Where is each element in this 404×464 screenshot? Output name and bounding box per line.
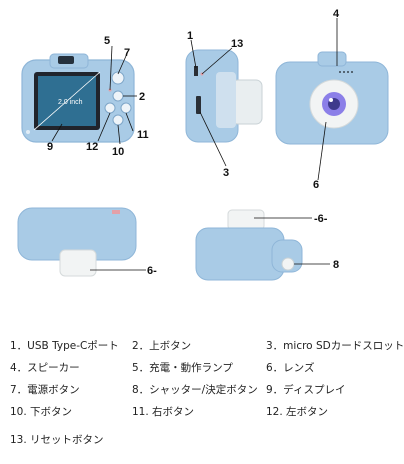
callout-2: 2	[139, 91, 145, 103]
legend-item-2: 2．上ボタン	[132, 340, 192, 352]
callout-5: 5	[104, 35, 110, 47]
callout-4: 4	[333, 8, 340, 20]
callout-6-top: -6-	[314, 213, 328, 225]
camera-side-view	[185, 49, 263, 143]
callout-8: 8	[333, 259, 339, 271]
callout-9: 9	[47, 141, 53, 153]
legend-item-4: 4．スピーカー	[10, 362, 80, 374]
camera-bottom-view	[17, 207, 137, 277]
callout-12: 12	[86, 141, 98, 153]
callout-11: 11	[137, 129, 149, 141]
legend-item-10: 10. 下ボタン	[10, 406, 73, 418]
camera-diagram: 2.0 inch	[17, 8, 389, 281]
leader-lines	[51, 18, 338, 271]
callout-10: 10	[112, 146, 124, 158]
legend-item-11: 11. 右ボタン	[132, 406, 195, 418]
legend-row: 1．USB Type-Cポート 2．上ボタン 3．micro SDカードスロット	[0, 338, 404, 358]
legend-row: 10. 下ボタン 11. 右ボタン 12. 左ボタン	[0, 404, 400, 424]
legend-item-13: 13. リセットボタン	[10, 434, 104, 446]
legend-item-3: 3．micro SDカードスロット	[266, 340, 404, 352]
legend-item-8: 8．シャッター/決定ボタン	[132, 384, 258, 396]
parts-legend: 1．USB Type-Cポート 2．上ボタン 3．micro SDカードスロット…	[0, 338, 404, 458]
callout-3: 3	[223, 167, 229, 179]
legend-item-9: 9．ディスプレイ	[266, 384, 346, 396]
screen-size-label: 2.0 inch	[58, 99, 83, 106]
legend-row: 7．電源ボタン 8．シャッター/決定ボタン 9．ディスプレイ	[0, 382, 400, 402]
legend-item-6: 6．レンズ	[266, 362, 315, 374]
legend-item-5: 5．充電・動作ランプ	[132, 362, 233, 374]
camera-top-view	[195, 209, 303, 281]
callout-6: 6	[313, 179, 319, 191]
callout-13: 13	[231, 38, 243, 50]
legend-row: 13. リセットボタン	[0, 432, 400, 452]
legend-row: 4．スピーカー 5．充電・動作ランプ 6．レンズ	[0, 360, 400, 380]
legend-item-12: 12. 左ボタン	[266, 406, 329, 418]
callout-6-bottom: 6-	[147, 265, 157, 277]
legend-item-1: 1．USB Type-Cポート	[10, 340, 119, 352]
camera-back-view	[275, 51, 389, 145]
legend-item-7: 7．電源ボタン	[10, 384, 80, 396]
callout-7: 7	[124, 47, 130, 59]
callout-1: 1	[187, 30, 193, 42]
camera-front-view: 2.0 inch	[21, 53, 135, 143]
